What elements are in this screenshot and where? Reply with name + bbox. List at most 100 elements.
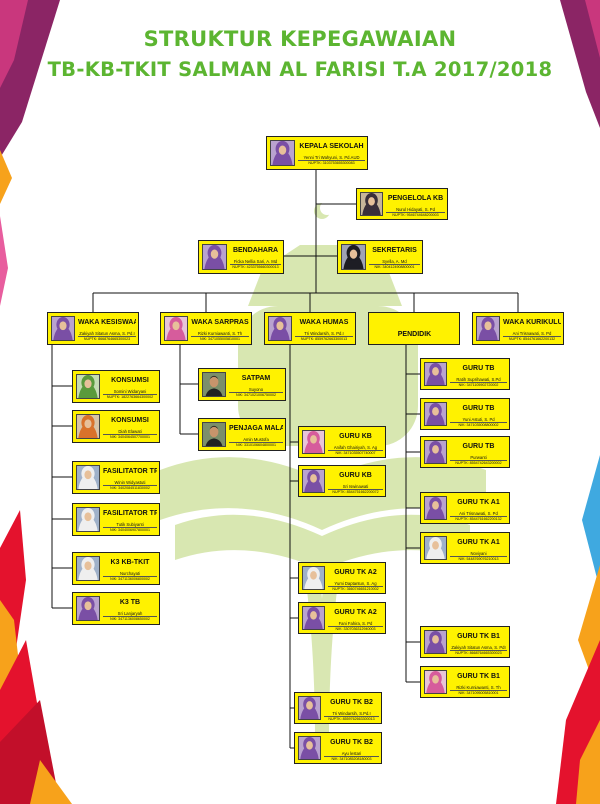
- role-title: K3 TB: [119, 599, 141, 606]
- role-title: KONSUMSI: [111, 377, 149, 384]
- person-id-number: NUPTK: 8554742643200002: [455, 461, 502, 465]
- person-photo: [302, 566, 325, 590]
- person-name: Nurchayati: [103, 571, 157, 577]
- person-name: Nurul Hidayati, S. Pd: [386, 207, 445, 213]
- person-name: Yuni Astuti, S. Pd: [450, 417, 507, 423]
- role-title: GURU TK A1: [457, 499, 500, 506]
- person-name: Amin Mustofa: [229, 437, 283, 443]
- person-photo: [202, 372, 226, 397]
- person-name: Ayu lestari: [324, 751, 379, 757]
- person-name: Somini Widaryani: [103, 389, 157, 395]
- person-id-number: NIK: 3402084511830002: [110, 486, 150, 490]
- person-name: Tutik Subiyanti: [103, 522, 157, 528]
- person-id-number: NUPTK: 8559762663300013: [328, 717, 375, 721]
- portrait-photo: [77, 466, 99, 489]
- role-title: BENDAHARA: [232, 247, 279, 254]
- portrait-photo: [361, 193, 382, 215]
- role-title: GURU TK A1: [457, 539, 500, 546]
- role-title: GURU TK A2: [334, 609, 377, 616]
- role-title: SATPAM: [241, 375, 271, 382]
- person-photo: [424, 536, 447, 560]
- person-photo: [76, 507, 100, 532]
- portrait-photo: [425, 497, 446, 519]
- portrait-photo: [77, 375, 99, 398]
- person-id-number: NUPTK: 8668764665300023: [455, 651, 502, 655]
- portrait-photo: [303, 470, 324, 492]
- portrait-photo: [77, 415, 99, 438]
- person-id-number: NIK: 3404006907800001: [110, 528, 150, 532]
- person-id-number: NUPTK: 8544751662200072: [332, 490, 379, 494]
- person-id-number: NIK: 3471085208180003: [331, 757, 372, 761]
- person-id-number: NUPTK: 4233755660300013: [232, 265, 279, 269]
- person-name: Ani Trisnawati, S. Pd: [450, 511, 507, 517]
- person-id-number: NIK: 3310106604800001: [236, 443, 276, 447]
- person-photo: [302, 430, 325, 454]
- person-name: Diah Elawati: [103, 429, 157, 435]
- role-title: GURU KB: [339, 433, 372, 440]
- person-id-number: NIK: 3471105902720002: [458, 383, 499, 387]
- person-name: Tri Windarsih, S.Pd.I: [324, 711, 379, 717]
- person-name: Rizki Kurniawanti, S. Th: [191, 331, 249, 337]
- role-title: GURU KB: [339, 472, 372, 479]
- role-title: KEPALA SEKOLAH: [299, 143, 364, 150]
- role-title: PENJAGA MALAM: [229, 425, 283, 432]
- portrait-photo: [299, 697, 320, 719]
- person-name: Sri Iswinawati: [328, 484, 383, 490]
- person-id-number: NUPTK: 8544761662200132: [455, 517, 502, 521]
- role-title: PENGELOLA KB: [387, 195, 444, 202]
- person-photo: [341, 244, 366, 270]
- node-text: WAKA KESISWAANZakiyah Sitatun Asma, S. P…: [78, 315, 136, 342]
- role-title: WAKA KURIKULUM: [503, 319, 561, 326]
- node-pendidik: PENDIDIK: [368, 312, 460, 345]
- person-photo: [424, 630, 447, 654]
- role-title: GURU TB: [462, 405, 495, 412]
- portrait-photo: [269, 317, 291, 340]
- person-id-number: NIK: 3471035008800002: [458, 423, 499, 427]
- person-id-number: NIK: 3471136006800002: [110, 577, 150, 581]
- person-name: Sri Lanjaryah: [103, 611, 157, 617]
- portrait-photo: [425, 441, 446, 463]
- person-id-number: NUPTK: 8559762663300013: [300, 337, 348, 341]
- portrait-photo: [303, 567, 324, 589]
- role-title: KONSUMSI: [111, 417, 149, 424]
- person-photo: [424, 440, 447, 464]
- portrait-photo: [77, 597, 99, 620]
- person-photo: [51, 316, 75, 341]
- person-photo: [298, 736, 321, 760]
- role-title: FASILITATOR TPA: [103, 468, 157, 475]
- person-photo: [164, 316, 188, 341]
- chart-title: STRUKTUR KEPEGAWAIAN: [143, 27, 457, 51]
- person-name: Rizki Kurniawanti, S. Th: [450, 685, 507, 691]
- person-id-number: NUPTK: 3660746651210002: [332, 587, 379, 591]
- role-title: GURU TK B1: [457, 633, 500, 640]
- person-photo: [298, 696, 321, 720]
